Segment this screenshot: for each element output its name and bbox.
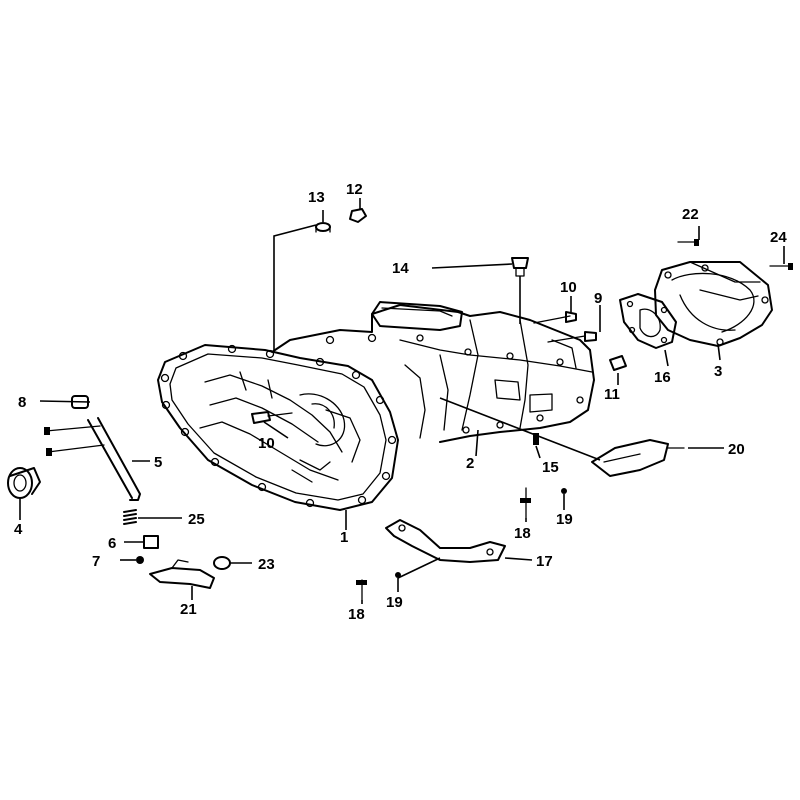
callout-4: 4 bbox=[14, 521, 23, 538]
dowel-pin bbox=[609, 355, 627, 371]
dust-boot bbox=[143, 535, 159, 549]
bolt-upper bbox=[520, 487, 531, 519]
callout-24: 24 bbox=[770, 229, 787, 246]
filler-plug bbox=[349, 208, 367, 223]
callout-1: 1 bbox=[340, 529, 348, 546]
callout-20: 20 bbox=[728, 441, 745, 458]
callout-13: 13 bbox=[308, 189, 325, 206]
release-bearing bbox=[7, 467, 41, 499]
callout-8: 8 bbox=[18, 394, 26, 411]
callout-3: 3 bbox=[714, 363, 722, 380]
extension-gasket bbox=[619, 293, 677, 349]
callout-25: 25 bbox=[188, 511, 205, 528]
callout-12: 12 bbox=[346, 181, 363, 198]
callout-5: 5 bbox=[154, 454, 162, 471]
release-fork bbox=[149, 559, 215, 589]
adjust-nut bbox=[213, 556, 231, 570]
callout-16: 16 bbox=[654, 369, 671, 386]
bolt-22 bbox=[677, 239, 699, 246]
callout-18-lower: 18 bbox=[348, 606, 365, 623]
cover-plate bbox=[591, 439, 685, 477]
callout-9: 9 bbox=[594, 290, 602, 307]
callout-17: 17 bbox=[536, 553, 553, 570]
transmission-case bbox=[157, 301, 597, 511]
stud-bolt bbox=[533, 433, 539, 445]
lock-pin bbox=[136, 556, 144, 564]
breather-plug bbox=[511, 257, 529, 277]
callout-10-inner: 10 bbox=[258, 435, 275, 452]
callout-14: 14 bbox=[392, 260, 409, 277]
callout-10-outer: 10 bbox=[560, 279, 577, 296]
return-spring bbox=[123, 509, 137, 525]
callout-7: 7 bbox=[92, 553, 100, 570]
bolt-lower bbox=[356, 579, 367, 601]
callout-15: 15 bbox=[542, 459, 559, 476]
callout-19-lower: 19 bbox=[386, 594, 403, 611]
washer-upper bbox=[561, 488, 567, 494]
callout-22: 22 bbox=[682, 206, 699, 223]
callout-19-upper: 19 bbox=[556, 511, 573, 528]
callout-18-upper: 18 bbox=[514, 525, 531, 542]
callout-11: 11 bbox=[604, 386, 620, 403]
callout-23: 23 bbox=[258, 556, 275, 573]
bolt-24 bbox=[769, 263, 793, 270]
leader-lines bbox=[19, 198, 785, 604]
callout-2: 2 bbox=[466, 455, 474, 472]
extension-housing bbox=[654, 261, 773, 347]
mount-bracket bbox=[385, 519, 506, 563]
callout-6: 6 bbox=[108, 535, 116, 552]
callout-21: 21 bbox=[180, 601, 197, 618]
callout-labels: 1 2 3 4 5 6 7 8 9 10 10 11 12 13 14 15 1… bbox=[14, 181, 787, 623]
release-shaft bbox=[44, 417, 141, 501]
drain-plug bbox=[315, 222, 331, 233]
